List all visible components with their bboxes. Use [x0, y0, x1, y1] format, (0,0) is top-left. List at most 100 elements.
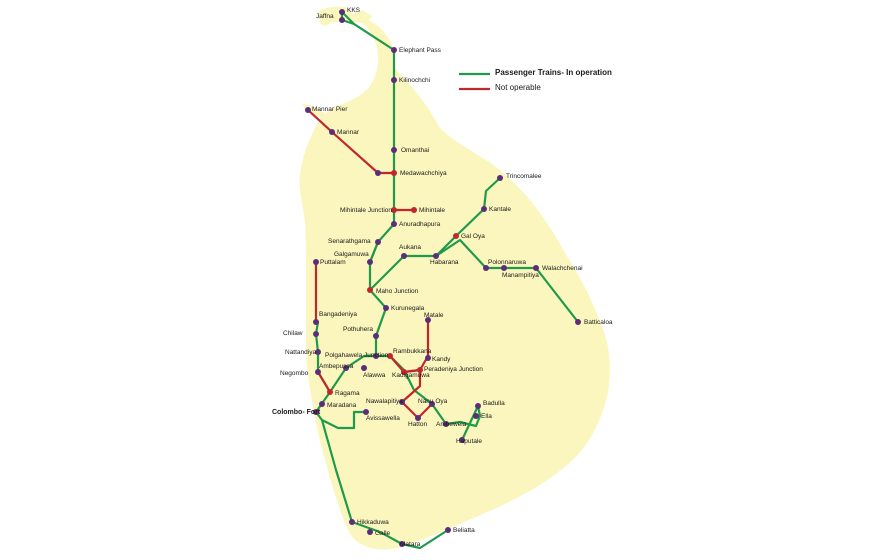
station-dot-avissawella[interactable]: [363, 409, 369, 415]
station-dot-walachchenai[interactable]: [533, 265, 539, 271]
label-galle: Galle: [375, 530, 391, 537]
station-dot-trincomalee[interactable]: [497, 175, 503, 181]
station-dot-chilaw[interactable]: [313, 331, 319, 337]
station-dot-maradana[interactable]: [319, 401, 325, 407]
legend-not-operable-label: Not operable: [495, 83, 541, 92]
station-dot-negombo[interactable]: [315, 369, 321, 375]
station-dot-kadigamuwa[interactable]: [401, 369, 407, 375]
station-dot-polgahawela-junction[interactable]: [373, 353, 379, 359]
main-island-shape: [299, 14, 610, 550]
station-dot-elephant-pass[interactable]: [391, 47, 397, 53]
station-dot-kurunegala[interactable]: [383, 305, 389, 311]
station-dot-beliatta[interactable]: [445, 527, 451, 533]
label-hatton: Hatton: [408, 421, 428, 428]
label-haputale: Haputale: [456, 438, 482, 445]
station-dot-alawwa[interactable]: [361, 365, 367, 371]
label-jaffna: Jaffna: [316, 13, 334, 20]
station-dots: [305, 9, 581, 547]
label-beliatta: Beliatta: [453, 527, 475, 534]
label-negombo: Negombo: [280, 370, 309, 377]
label-nawalapitiya: Nawalapitiya: [366, 398, 403, 405]
station-dot-maho-junction[interactable]: [367, 287, 373, 293]
station-dot-nattandiya[interactable]: [315, 349, 321, 355]
station-dot-ragama[interactable]: [327, 389, 333, 395]
station-dot-kks[interactable]: [339, 9, 345, 15]
station-dot-badulla[interactable]: [475, 403, 481, 409]
station-dot-bangadeniya[interactable]: [313, 319, 319, 325]
station-dot-nanu-oya[interactable]: [429, 401, 435, 407]
station-dot-senarathgama[interactable]: [375, 239, 381, 245]
station-dot-habarana[interactable]: [433, 253, 439, 259]
label-mannar-pier: Mannar Pier: [312, 106, 348, 113]
label-chilaw: Chilaw: [283, 330, 303, 337]
label-mannar: Mannar: [337, 129, 360, 136]
label-nanu-oya: Nanu Oya: [418, 398, 448, 405]
station-dot-ambepussa[interactable]: [343, 365, 349, 371]
station-dot-ambewela[interactable]: [443, 421, 449, 427]
station-dot-kantale[interactable]: [481, 206, 487, 212]
station-dot-gal-oya[interactable]: [453, 233, 459, 239]
station-dot-haputale[interactable]: [459, 437, 465, 443]
label-pothuhera: Pothuhera: [343, 326, 373, 333]
station-dot-medawachchiya[interactable]: [391, 170, 397, 176]
station-dot-batticaloa[interactable]: [575, 319, 581, 325]
label-trincomalee: Trincomalee: [506, 173, 542, 180]
station-dot-galle[interactable]: [367, 529, 373, 535]
label-badulla: Badulla: [483, 400, 505, 407]
label-matale: Matale: [424, 312, 444, 319]
label-maradana: Maradana: [327, 402, 357, 409]
station-dot-kandy[interactable]: [425, 355, 431, 361]
label-ambepussa: Ambepussa: [319, 363, 354, 370]
label-polonnaruwa: Polonnaruwa: [488, 259, 526, 266]
label-ella: Ella: [481, 413, 492, 420]
station-dot-anuradhapura[interactable]: [391, 221, 397, 227]
label-kilinochchi: Kilinochchi: [399, 77, 430, 84]
label-rambukkana: Rambukkana: [393, 348, 432, 355]
label-galgamuwa: Galgamuwa: [334, 251, 369, 258]
label-alawwa: Alawwa: [363, 372, 386, 379]
station-dot-aukana[interactable]: [401, 253, 407, 259]
station-dot-nawalapitiya[interactable]: [399, 399, 405, 405]
station-dot-mihintale[interactable]: [411, 207, 417, 213]
station-dot-jaffna[interactable]: [339, 17, 345, 23]
station-dot-matara[interactable]: [399, 541, 405, 547]
station-labels: KKS Jaffna Elephant Pass Kilinochchi Man…: [272, 7, 613, 548]
station-dot-mannar-pier[interactable]: [305, 107, 311, 113]
station-dot-rambukkana[interactable]: [387, 353, 393, 359]
station-dot-mihintale-junction[interactable]: [391, 207, 397, 213]
mannar-island-shape: [302, 104, 338, 130]
station-dot-peradeniya-junction[interactable]: [417, 367, 423, 373]
station-dot-puttalam[interactable]: [313, 259, 319, 265]
label-medawachchiya: Medawachchiya: [400, 170, 447, 177]
station-dot-kilinochchi[interactable]: [391, 77, 397, 83]
station-dot-pothuhera[interactable]: [373, 333, 379, 339]
label-maho-junction: Maho Junction: [376, 288, 419, 295]
station-dot-omanthai[interactable]: [391, 147, 397, 153]
island-landmass: [299, 6, 610, 550]
label-kandy: Kandy: [432, 356, 451, 363]
label-walachchenai: Walachchenai: [542, 265, 583, 272]
label-hikkaduwa: Hikkaduwa: [357, 519, 389, 526]
label-habarana: Habarana: [430, 259, 459, 266]
label-kantale: Kantale: [489, 206, 511, 213]
label-puttalam: Puttalam: [320, 259, 346, 266]
legend-operational-label: Passenger Trains- In operation: [495, 68, 612, 77]
station-dot-ella[interactable]: [473, 413, 479, 419]
label-aukana: Aukana: [399, 244, 421, 251]
station-dot-hatton[interactable]: [415, 415, 421, 421]
label-manampitiya: Manampitiya: [502, 272, 539, 279]
station-dot-colombo-fort[interactable]: [313, 409, 319, 415]
map-legend: Passenger Trains- In operation Not opera…: [459, 68, 612, 92]
label-nattandiya: Nattandiya: [285, 349, 316, 356]
station-dot-matale[interactable]: [425, 317, 431, 323]
label-omanthai: Omanthai: [401, 147, 429, 154]
station-dot-medawachchiya-west[interactable]: [375, 170, 381, 176]
station-dot-polonnaruwa[interactable]: [483, 265, 489, 271]
label-bangadeniya: Bangadeniya: [319, 311, 357, 318]
station-dot-hikkaduwa[interactable]: [349, 519, 355, 525]
station-dot-manampitiya[interactable]: [501, 265, 507, 271]
station-dot-mannar[interactable]: [329, 129, 335, 135]
station-dot-galgamuwa[interactable]: [367, 259, 373, 265]
label-gal-oya: Gal Oya: [461, 233, 485, 240]
